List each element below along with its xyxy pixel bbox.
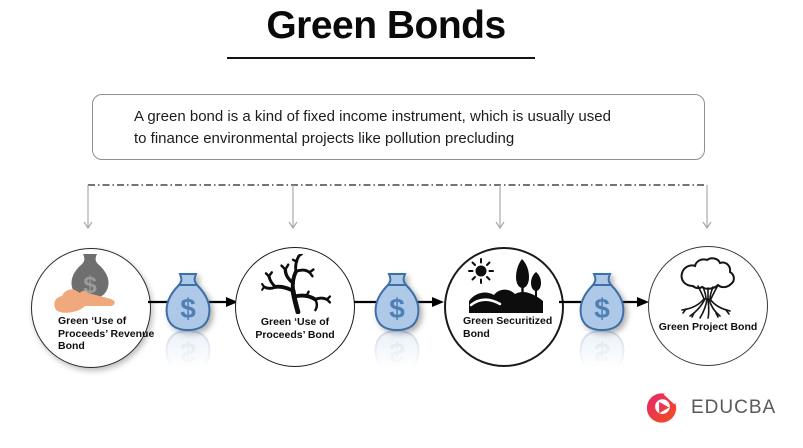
- money-bag-3: $ $: [577, 273, 627, 388]
- money-bag-reflection: $: [374, 330, 420, 388]
- money-bag-dollar-icon: $: [579, 273, 625, 331]
- money-bag-dollar-icon: $: [165, 273, 211, 331]
- money-bag-dollar-icon: $: [374, 273, 420, 331]
- educba-logo-icon: [646, 391, 679, 423]
- svg-text:$: $: [180, 337, 196, 368]
- intro-line-1: A green bond is a kind of fixed income i…: [134, 108, 611, 125]
- brand-logo: EDUCBA: [645, 390, 776, 426]
- landscape-sun-trees-icon: [468, 258, 543, 313]
- svg-text:$: $: [389, 337, 405, 368]
- node-securitized-bond: Green Securitized Bond: [444, 247, 564, 367]
- svg-text:$: $: [594, 293, 610, 324]
- node-label: Green Project Bond: [658, 321, 758, 333]
- title-underline: [227, 57, 535, 59]
- node-label: Green Securitized Bond: [463, 315, 553, 340]
- moneybag-in-hand-icon: $: [54, 254, 115, 313]
- node-label: Green ‘Use of Proceeds’ Bond: [255, 316, 335, 341]
- money-bag-1: $ $: [163, 273, 213, 388]
- coral-branch-icon: [261, 254, 332, 314]
- money-bag-reflection: $: [579, 330, 625, 388]
- svg-text:$: $: [594, 337, 610, 368]
- money-bag-reflection: $: [165, 330, 211, 388]
- intro-box: A green bond is a kind of fixed income i…: [92, 94, 705, 160]
- node-use-of-proceeds-bond: Green ‘Use of Proceeds’ Bond: [235, 247, 355, 367]
- brand-name: EDUCBA: [691, 397, 777, 418]
- node-project-bond: Green Project Bond: [648, 246, 768, 366]
- svg-text:$: $: [389, 293, 405, 324]
- intro-line-2: to finance environmental projects like p…: [134, 130, 515, 147]
- svg-text:$: $: [180, 293, 196, 324]
- node-label: Green ‘Use of Proceeds’ Revenue Bond: [58, 315, 155, 352]
- node-revenue-bond: $ Green ‘Use of Proceeds’ Revenue Bond: [31, 248, 154, 368]
- down-arrows: [83, 185, 712, 230]
- page-title: Green Bonds: [266, 4, 506, 47]
- rooted-tree-icon: [680, 257, 735, 319]
- money-bag-2: $ $: [372, 273, 422, 388]
